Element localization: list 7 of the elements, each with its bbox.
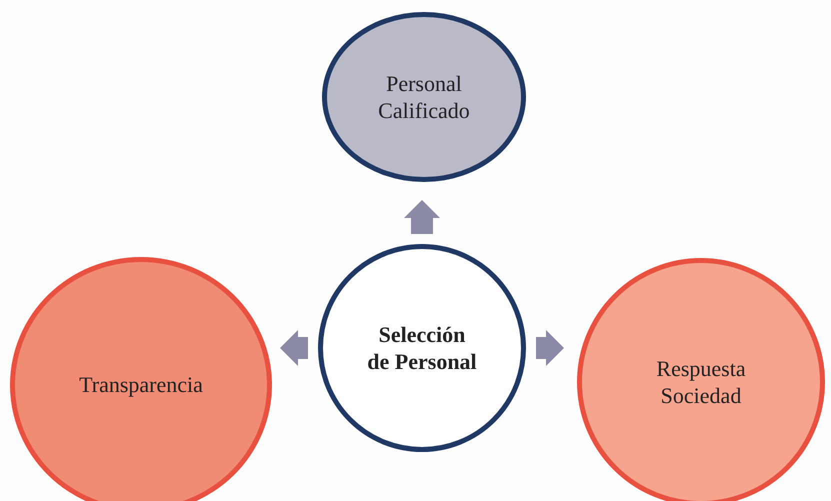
node-label: Selección de Personal <box>367 320 477 376</box>
node-label: Transparencia <box>79 371 203 399</box>
block-arrow <box>280 330 308 366</box>
block-arrow <box>536 330 564 366</box>
block-arrow <box>404 200 440 234</box>
node-label: Personal Calificado <box>377 70 471 124</box>
node-label: Respuesta Sociedad <box>655 354 747 410</box>
